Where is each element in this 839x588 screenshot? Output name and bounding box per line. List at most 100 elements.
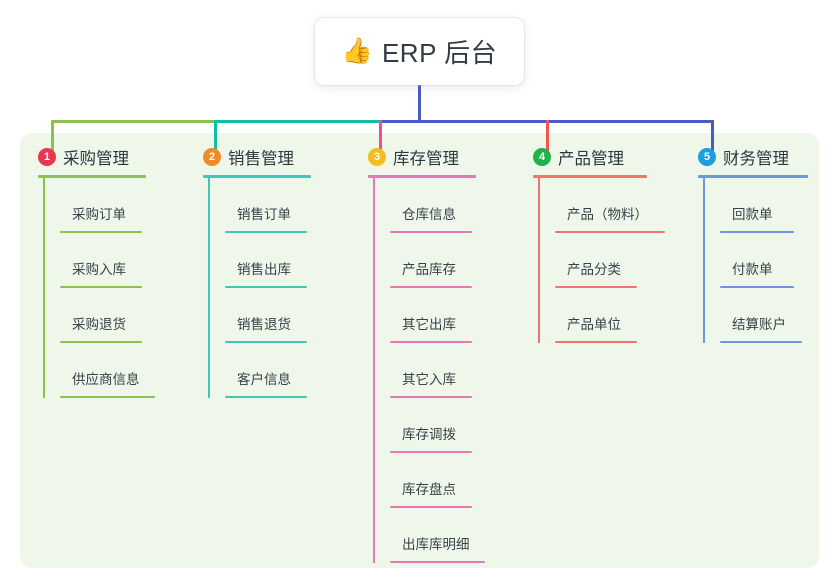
leaf-rule [720, 231, 794, 233]
leaf-rule [225, 286, 307, 288]
leaf-rule [60, 341, 142, 343]
leaf-rule [390, 561, 485, 563]
branch-trunk [538, 178, 540, 343]
number-badge-1: 1 [38, 148, 56, 166]
leaf-item[interactable]: 库存盘点 [390, 453, 476, 508]
leaf-rule [60, 396, 155, 398]
branch-4: 产品（物料） 产品分类产品单位 [533, 178, 665, 343]
column-title: 财务管理 [723, 150, 789, 168]
column-header-2[interactable]: 2 销售管理 [203, 145, 311, 169]
column-1: 1 采购管理采购订单采购入库采购退货供应商信息 [38, 145, 155, 398]
leaf-label: 出库库明细 [402, 537, 470, 552]
root-title: ERP 后台 [381, 38, 498, 68]
thumbs-up-icon: 👍 [341, 37, 373, 65]
leaf-item[interactable]: 采购退货 [60, 288, 146, 343]
column-header-1[interactable]: 1 采购管理 [38, 145, 146, 169]
leaf-label: 仓库信息 [402, 207, 456, 222]
branch-trunk [208, 178, 210, 398]
leaf-label: 付款单 [732, 262, 773, 277]
leaf-rule [390, 341, 472, 343]
leaf-label: 其它出库 [402, 317, 456, 332]
leaf-item[interactable]: 采购入库 [60, 233, 146, 288]
leaf-item[interactable]: 仓库信息 [390, 178, 476, 233]
drop-col-1 [51, 120, 54, 154]
column-title: 库存管理 [393, 150, 459, 168]
leaf-rule [555, 231, 665, 233]
leaf-item[interactable]: 产品单位 [555, 288, 647, 343]
branch-3: 仓库信息产品库存其它出库其它入库库存调拨库存盘点出库库明细 [368, 178, 485, 563]
leaf-label: 销售订单 [237, 207, 291, 222]
leaf-label: 产品分类 [567, 262, 621, 277]
number-badge-4: 4 [533, 148, 551, 166]
leaf-item[interactable]: 采购订单 [60, 178, 146, 233]
leaf-rule [555, 341, 637, 343]
branch-trunk [43, 178, 45, 398]
branch-2: 销售订单销售出库销售退货客户信息 [203, 178, 311, 398]
number-badge-2: 2 [203, 148, 221, 166]
leaf-item[interactable]: 销售退货 [225, 288, 311, 343]
drop-col-2 [214, 120, 217, 154]
leaf-rule [60, 231, 142, 233]
root-stem-connector [418, 85, 421, 121]
leaf-item[interactable]: 供应商信息 [60, 343, 155, 398]
number-badge-3: 3 [368, 148, 386, 166]
column-3: 3 库存管理仓库信息产品库存其它出库其它入库库存调拨库存盘点出库库明细 [368, 145, 485, 563]
leaf-rule [720, 286, 794, 288]
column-header-rule [38, 175, 146, 178]
leaf-label: 采购入库 [72, 262, 126, 277]
leaf-rule [390, 286, 472, 288]
leaf-item[interactable]: 产品分类 [555, 233, 647, 288]
leaf-item[interactable]: 其它入库 [390, 343, 476, 398]
column-header-rule [533, 175, 647, 178]
bar-teal [214, 120, 381, 123]
column-2: 2 销售管理销售订单销售出库销售退货客户信息 [203, 145, 311, 398]
leaf-item[interactable]: 结算账户 [720, 288, 808, 343]
leaf-rule [225, 341, 307, 343]
leaf-item[interactable]: 客户信息 [225, 343, 311, 398]
root-node[interactable]: 👍 ERP 后台 [315, 18, 524, 85]
leaf-item[interactable]: 销售订单 [225, 178, 311, 233]
leaf-label: 库存盘点 [402, 482, 456, 497]
leaf-label: 产品（物料） [567, 207, 648, 222]
leaf-item[interactable]: 出库库明细 [390, 508, 485, 563]
branch-5: 回款单付款单结算账户 [698, 178, 808, 343]
column-header-5[interactable]: 5 财务管理 [698, 145, 808, 169]
leaf-label: 其它入库 [402, 372, 456, 387]
column-header-rule [368, 175, 476, 178]
branch-trunk [703, 178, 705, 343]
leaf-item[interactable]: 付款单 [720, 233, 808, 288]
leaf-label: 库存调拨 [402, 427, 456, 442]
leaf-item[interactable]: 回款单 [720, 178, 808, 233]
column-title: 采购管理 [63, 150, 129, 168]
leaf-rule [390, 506, 472, 508]
leaf-label: 采购退货 [72, 317, 126, 332]
leaf-rule [390, 231, 472, 233]
leaf-label: 供应商信息 [72, 372, 140, 387]
column-header-3[interactable]: 3 库存管理 [368, 145, 476, 169]
leaf-rule [225, 396, 307, 398]
column-title: 销售管理 [228, 150, 294, 168]
branch-1: 采购订单采购入库采购退货供应商信息 [38, 178, 155, 398]
leaf-item[interactable]: 销售出库 [225, 233, 311, 288]
branch-trunk [373, 178, 375, 563]
leaf-rule [225, 231, 307, 233]
number-badge-5: 5 [698, 148, 716, 166]
leaf-item[interactable]: 其它出库 [390, 288, 476, 343]
leaf-item[interactable]: 产品（物料） [555, 178, 665, 233]
leaf-label: 销售出库 [237, 262, 291, 277]
leaf-label: 回款单 [732, 207, 773, 222]
leaf-label: 结算账户 [732, 317, 786, 332]
leaf-item[interactable]: 库存调拨 [390, 398, 476, 453]
leaf-rule [720, 341, 802, 343]
drop-col-5 [711, 120, 714, 154]
leaf-item[interactable]: 产品库存 [390, 233, 476, 288]
leaf-label: 产品库存 [402, 262, 456, 277]
leaf-label: 客户信息 [237, 372, 291, 387]
bar-green [51, 120, 216, 123]
leaf-label: 销售退货 [237, 317, 291, 332]
column-header-rule [203, 175, 311, 178]
leaf-label: 产品单位 [567, 317, 621, 332]
